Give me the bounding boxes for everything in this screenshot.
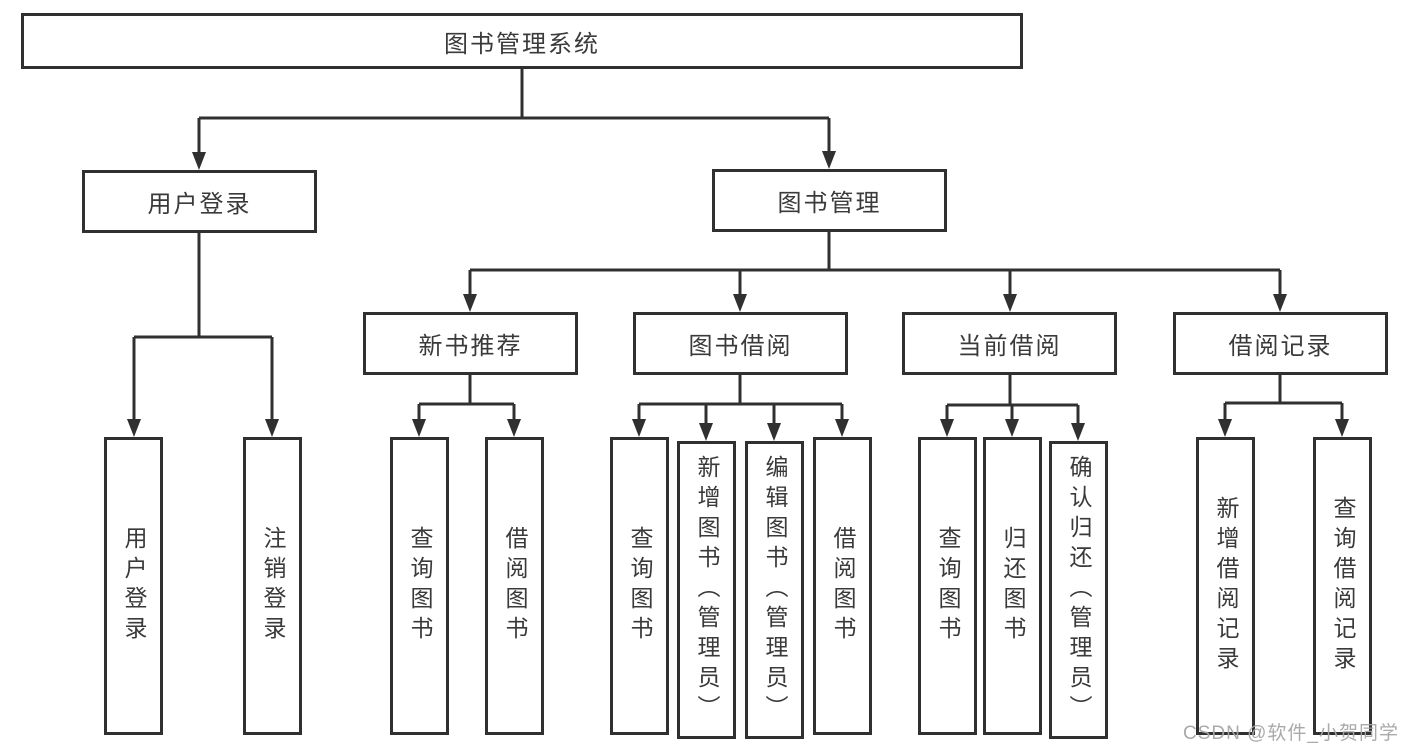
node-book-management: 图书管理 <box>712 169 947 232</box>
leaf-borrow-add-books-admin: 新增图书（管理员） <box>677 441 736 739</box>
node-book-borrow-label: 图书借阅 <box>688 333 793 360</box>
leaf-borrow-query-books: 查询图书 <box>610 437 669 735</box>
node-user-login-label: 用户登录 <box>147 191 252 218</box>
node-root-label: 图书管理系统 <box>444 30 600 58</box>
leaf-user-login-label: 用户登录 <box>121 526 147 646</box>
leaf-borrow-edit-books-admin: 编辑图书（管理员） <box>745 441 804 739</box>
leaf-recommend-query-books-label: 查询图书 <box>407 526 433 646</box>
leaf-recommend-borrow-books: 借阅图书 <box>485 437 544 735</box>
leaf-recommend-borrow-books-label: 借阅图书 <box>502 526 528 646</box>
node-new-book-recommend-label: 新书推荐 <box>418 333 523 360</box>
leaf-recommend-query-books: 查询图书 <box>390 437 449 735</box>
leaf-borrow-borrow-books-label: 借阅图书 <box>830 526 856 646</box>
leaf-logout: 注销登录 <box>243 437 302 735</box>
leaf-records-add-record-label: 新增借阅记录 <box>1213 496 1239 676</box>
node-current-borrow-label: 当前借阅 <box>957 333 1062 360</box>
leaf-borrow-add-books-admin-label: 新增图书（管理员） <box>694 455 720 725</box>
leaf-records-query-record: 查询借阅记录 <box>1313 437 1372 735</box>
leaf-current-query-books-label: 查询图书 <box>935 526 961 646</box>
leaf-borrow-borrow-books: 借阅图书 <box>813 437 872 735</box>
leaf-current-return-books: 归还图书 <box>983 437 1042 735</box>
leaf-records-query-record-label: 查询借阅记录 <box>1330 496 1356 676</box>
node-current-borrow: 当前借阅 <box>902 312 1117 375</box>
node-book-management-label: 图书管理 <box>777 190 882 217</box>
node-new-book-recommend: 新书推荐 <box>363 312 578 375</box>
leaf-current-return-books-label: 归还图书 <box>1000 526 1026 646</box>
leaf-logout-label: 注销登录 <box>260 526 286 646</box>
leaf-current-confirm-return-admin: 确认归还（管理员） <box>1049 441 1108 739</box>
node-book-borrow: 图书借阅 <box>633 312 848 375</box>
leaf-borrow-edit-books-admin-label: 编辑图书（管理员） <box>762 455 788 725</box>
node-borrow-records: 借阅记录 <box>1173 312 1388 375</box>
leaf-records-add-record: 新增借阅记录 <box>1196 437 1255 735</box>
leaf-current-confirm-return-admin-label: 确认归还（管理员） <box>1066 455 1092 725</box>
node-borrow-records-label: 借阅记录 <box>1228 333 1333 360</box>
leaf-borrow-query-books-label: 查询图书 <box>627 526 653 646</box>
node-user-login: 用户登录 <box>82 170 317 233</box>
leaf-user-login: 用户登录 <box>104 437 163 735</box>
watermark: CSDN @软件_小贺同学 <box>1183 723 1399 744</box>
node-root: 图书管理系统 <box>21 13 1023 69</box>
leaf-current-query-books: 查询图书 <box>918 437 977 735</box>
